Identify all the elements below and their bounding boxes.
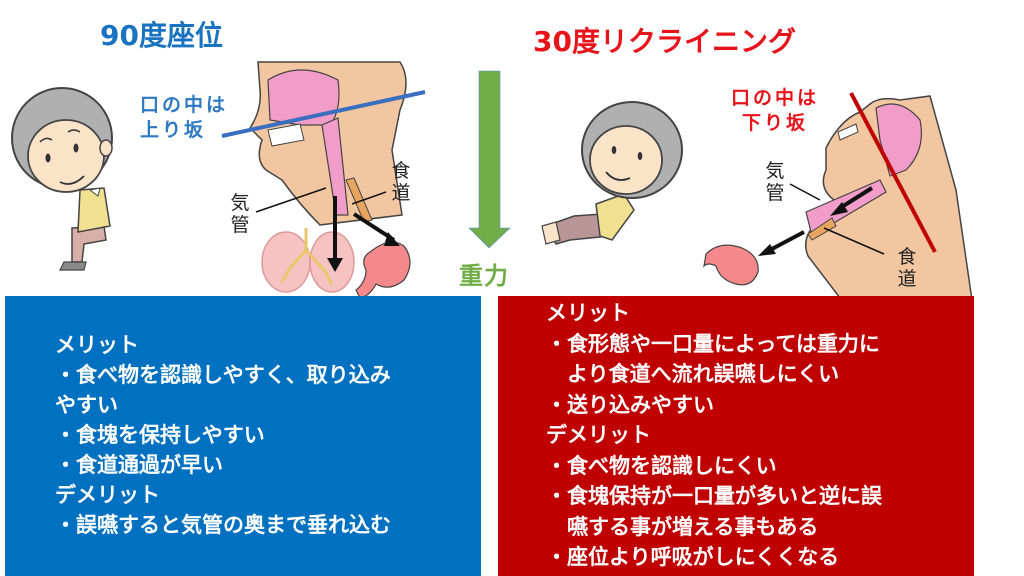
esophagus-label-left: 食道 bbox=[391, 160, 411, 204]
slope-line-right bbox=[849, 92, 937, 253]
head-cross-section-reclined bbox=[805, 95, 973, 301]
reclining-woman-illustration bbox=[541, 101, 683, 245]
box-line: より食道へ流れ誤嚥しにくい bbox=[546, 362, 840, 386]
slope-line-left bbox=[221, 90, 426, 138]
gravity-label: 重力 bbox=[459, 262, 509, 290]
mouth-slope-label-right: 口の中は 下り坂 bbox=[731, 87, 820, 134]
box-line: ・食形態や一口量によっては重力に bbox=[546, 331, 880, 356]
box-line: ・食道通過が早い bbox=[55, 453, 223, 477]
title-30-degree-reclining: 30度リクライニング bbox=[533, 25, 796, 58]
box-line: メリット bbox=[55, 333, 139, 357]
box-line: ・座位より呼吸がしにくくなる bbox=[546, 545, 840, 569]
box-line: ・食べ物を認識しやすく、取り込み bbox=[55, 363, 391, 387]
seated-woman-illustration bbox=[11, 87, 113, 271]
reclining-merits-box: メリット ・食形態や一口量によっては重力に より食道へ流れ誤嚥しにくい ・送り込… bbox=[498, 296, 974, 576]
box-line: デメリット bbox=[546, 423, 651, 447]
head-cross-section-upright bbox=[249, 61, 407, 226]
trachea-label-right: 気管 bbox=[765, 160, 785, 204]
stomach-illustration-right bbox=[703, 244, 759, 286]
stomach-illustration-left bbox=[355, 241, 411, 299]
esophagus-label-right: 食道 bbox=[897, 246, 917, 290]
down-arrow-icon bbox=[468, 70, 511, 249]
box-line: ・誤嚥すると気管の奥まで垂れ込む bbox=[55, 513, 391, 537]
box-line: ・食塊を保持しやすい bbox=[55, 423, 265, 447]
box-line: ・送り込みやすい bbox=[546, 392, 714, 417]
flow-arrows-right bbox=[758, 186, 874, 256]
upright-merits-box: メリット ・食べ物を認識しやすく、取り込み やすい ・食塊を保持しやすい ・食道… bbox=[5, 296, 481, 576]
mouth-slope-label-left: 口の中は 上り坂 bbox=[140, 94, 229, 141]
flow-arrows-left bbox=[327, 196, 400, 272]
box-line: 嚥する事が増える事もある bbox=[546, 514, 819, 539]
trachea-label-left: 気管 bbox=[230, 192, 250, 236]
title-90-degree-sitting: 90度座位 bbox=[100, 19, 223, 52]
box-line: デメリット bbox=[55, 483, 160, 507]
box-line: メリット bbox=[546, 301, 630, 325]
box-line: ・食塊保持が一口量が多いと逆に誤 bbox=[546, 484, 882, 508]
box-line: ・食べ物を認識しにくい bbox=[546, 453, 777, 478]
box-line: やすい bbox=[55, 393, 118, 417]
